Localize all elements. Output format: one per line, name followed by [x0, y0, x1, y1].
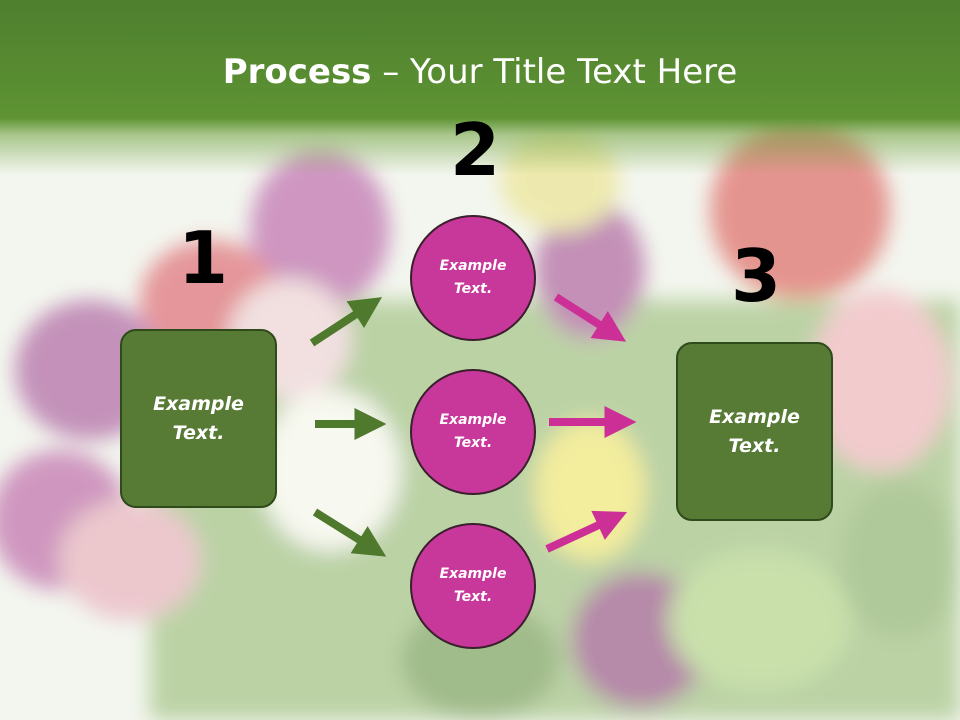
- process-circle-top[interactable]: Example Text.: [410, 215, 536, 341]
- process-circle-top-text: Example Text.: [439, 258, 507, 297]
- process-circle-middle[interactable]: Example Text.: [410, 369, 536, 495]
- step-number-3: 3: [731, 234, 782, 318]
- step-number-1: 1: [178, 216, 229, 300]
- step-box-1-text: Example Text.: [153, 392, 244, 444]
- title-banner: [0, 0, 960, 175]
- step-number-2: 2: [450, 108, 501, 192]
- process-circle-bottom[interactable]: Example Text.: [410, 523, 536, 649]
- process-circle-bottom-text: Example Text.: [439, 566, 507, 605]
- title-rest: – Your Title Text Here: [371, 52, 738, 92]
- slide-title: Process – Your Title Text Here: [0, 52, 960, 92]
- step-box-1[interactable]: Example Text.: [120, 329, 277, 508]
- step-box-3-text: Example Text.: [709, 405, 800, 457]
- step-box-3[interactable]: Example Text.: [676, 342, 833, 521]
- process-circle-middle-text: Example Text.: [439, 412, 507, 451]
- title-bold: Process: [222, 52, 372, 92]
